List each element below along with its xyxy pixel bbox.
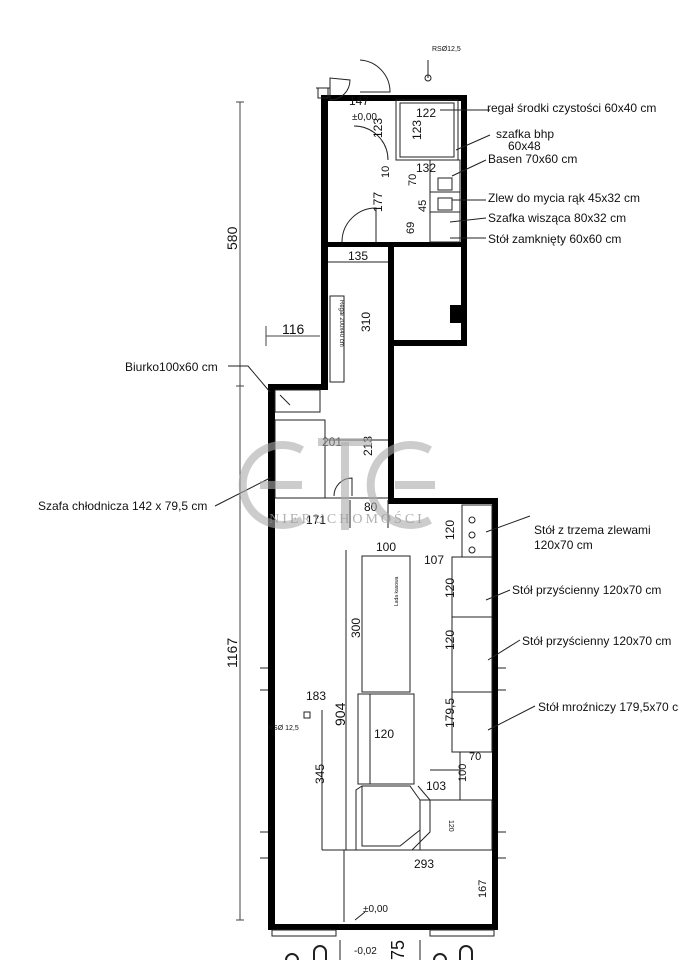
dim-70-upper: 70 (407, 174, 419, 186)
dim-100-vertical: 100 (457, 764, 469, 782)
dim-75: 75 (388, 940, 408, 960)
dim-171: 171 (306, 513, 326, 527)
level-top: ±0,00 (352, 112, 377, 123)
dim-135: 135 (348, 249, 368, 263)
callout-stol-mrozniczy: Stół mroźniczy 179,5x70 cm (538, 700, 679, 714)
callout-stol-przyscienny-2: Stół przyścienny 120x70 cm (522, 634, 671, 648)
callout-szafka-bhp-1: szafka bhp (496, 127, 554, 141)
dim-310: 310 (359, 312, 373, 332)
dim-167: 167 (477, 880, 489, 898)
callout-stol-przyscienny-1: Stół przyścienny 120x70 cm (512, 583, 661, 597)
dim-107: 107 (424, 553, 444, 567)
callout-leaders (214, 109, 536, 731)
callout-szafka-wiszaca: Szafka wisząca 80x32 cm (488, 211, 626, 225)
dim-345: 345 (313, 764, 327, 784)
dim-293: 293 (414, 857, 434, 871)
rso-mid: RSØ 12,5 (268, 725, 299, 732)
dim-904: 904 (332, 702, 348, 726)
rso-top: RSØ12,5 (432, 46, 461, 53)
callout-basen: Basen 70x60 cm (488, 152, 577, 166)
regal-label: Regał 200x40 cm (338, 300, 344, 347)
dim-45: 45 (417, 200, 429, 212)
island-label: Lada kasowa (394, 576, 400, 606)
dim-201: 201 (322, 435, 342, 449)
dim-120-wall1: 120 (443, 578, 457, 598)
dim-132: 132 (416, 161, 436, 175)
dim-69: 69 (405, 222, 417, 234)
dim-147: 147 (349, 94, 369, 108)
dim-1167: 1167 (224, 638, 240, 668)
bottom-window-glyphs (285, 945, 473, 960)
dim-300: 300 (349, 618, 363, 638)
dim-183: 183 (306, 689, 326, 703)
dim-100: 100 (376, 540, 396, 554)
callout-zlew: Zlew do mycia rąk 45x32 cm (488, 191, 640, 205)
dim-103: 103 (426, 779, 446, 793)
callout-texts: regał środki czystości 60x40 cm szafka b… (38, 101, 679, 714)
callout-szafka-bhp-2: 60x48 (508, 139, 541, 153)
callout-stol-zlewami-2: 120x70 cm (534, 538, 593, 552)
callout-regal-srodki: regał środki czystości 60x40 cm (487, 101, 656, 115)
dim-123-right: 123 (410, 120, 424, 140)
dim-580: 580 (224, 226, 240, 250)
level-minus: -0,02 (354, 946, 377, 957)
dim-122: 122 (416, 106, 436, 120)
dim-120-wall2: 120 (443, 630, 457, 650)
callout-biurko: Biurko100x60 cm (125, 360, 218, 374)
watermark-text: NIERUCHOMOŚCI (269, 512, 425, 527)
dim-179-5: 179,5 (443, 698, 457, 728)
door-swings (316, 59, 391, 497)
dim-120-angle: 120 (447, 820, 454, 832)
dim-120-counter: 120 (374, 727, 394, 741)
dim-177: 177 (371, 192, 385, 212)
callout-stol-zamkniety: Stół zamknięty 60x60 cm (488, 232, 621, 246)
dim-120-sinks: 120 (443, 520, 457, 540)
callout-szafa-chlodnicza: Szafa chłodnicza 142 x 79,5 cm (38, 499, 207, 513)
level-bottom: ±0,00 (363, 904, 388, 915)
dim-213: 213 (361, 436, 375, 456)
callout-stol-zlewami-1: Stół z trzema zlewami (534, 523, 651, 537)
dim-70-lower: 70 (469, 751, 481, 763)
outer-dimension-lines (236, 101, 320, 921)
dim-123-left: 123 (371, 118, 385, 138)
dim-116: 116 (282, 321, 305, 337)
dim-10: 10 (380, 166, 392, 178)
